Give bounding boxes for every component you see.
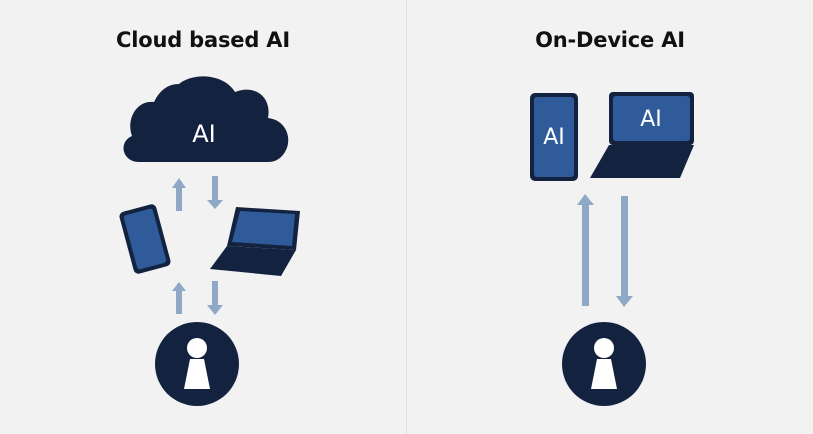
- arrow-down-icon: [207, 281, 223, 315]
- cloud-ai-panel: Cloud based AI AI: [0, 0, 406, 434]
- laptop-ai-label: AI: [640, 107, 662, 132]
- arrow-up-icon: [577, 194, 594, 306]
- panel-divider: [406, 0, 407, 434]
- laptop-icon: [210, 207, 300, 276]
- arrow-up-icon: [172, 178, 186, 211]
- on-device-ai-panel: On-Device AI AI AI: [407, 0, 813, 434]
- user-icon: [562, 322, 646, 406]
- arrow-up-icon: [172, 282, 186, 314]
- phone-ai-label: AI: [543, 125, 565, 150]
- on-device-ai-title: On-Device AI: [535, 28, 685, 52]
- on-device-ai-illustration: AI AI: [530, 92, 694, 406]
- cloud-ai-title: Cloud based AI: [116, 28, 290, 52]
- cloud-ai-label: AI: [192, 120, 216, 148]
- smartphone-icon: [119, 204, 171, 274]
- laptop-icon: AI: [590, 92, 694, 178]
- arrow-down-icon: [616, 196, 633, 307]
- arrow-down-icon: [207, 176, 223, 209]
- smartphone-icon: AI: [530, 93, 578, 181]
- cloud-ai-illustration: AI: [119, 76, 300, 406]
- user-icon: [155, 322, 239, 406]
- cloud-icon: AI: [123, 76, 289, 162]
